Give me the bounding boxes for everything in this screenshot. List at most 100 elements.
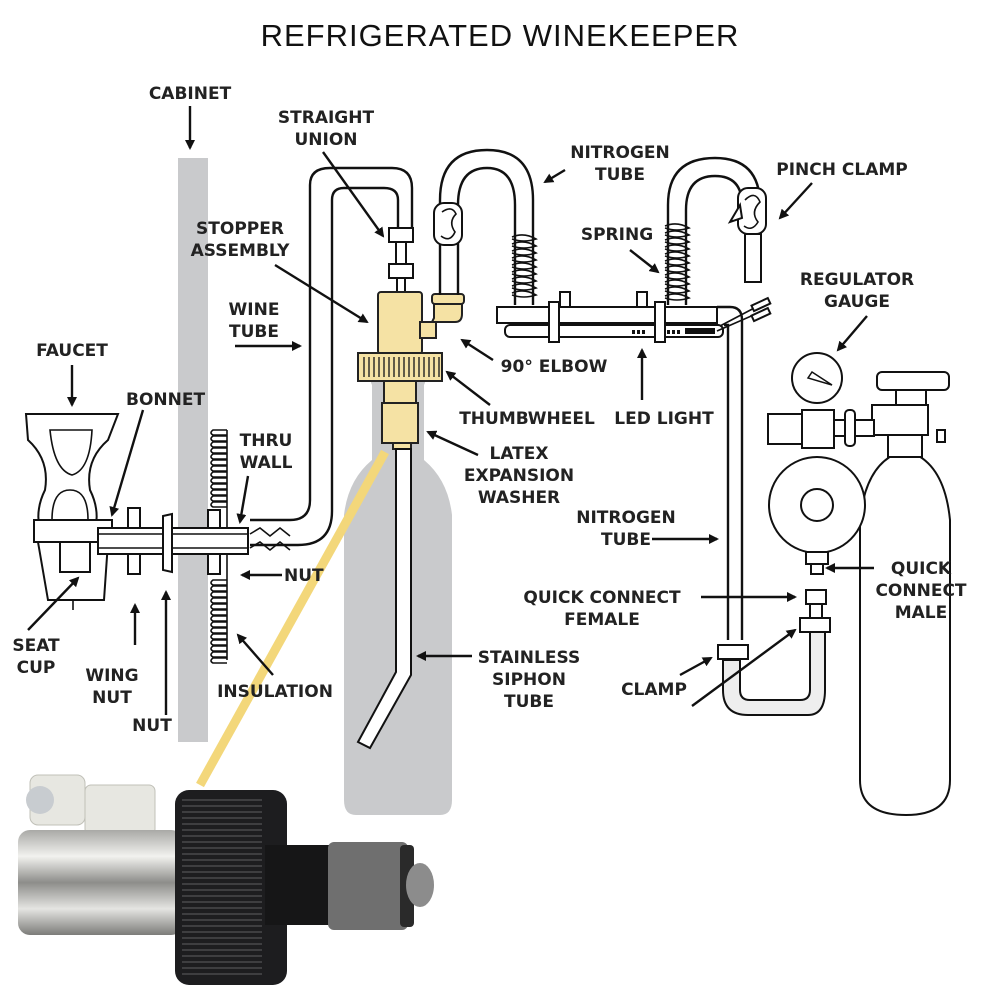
spring-coil [664,244,691,252]
spring-1 [511,234,538,298]
spring-coil [664,286,691,294]
insulation-fin [210,435,227,442]
insulation-fin [210,627,227,634]
label-nut-bottom: NUT [132,716,172,736]
regulator [767,352,875,575]
spring-coil [511,234,538,242]
arrow-regulator-gauge [836,315,868,352]
stopper-assembly [357,291,443,450]
spring-coil [511,255,538,263]
insulation-fin [210,465,227,472]
arrow-clamp-left [679,656,713,677]
arrow-seat-cup [27,576,80,631]
spring-coil [664,258,691,266]
arrow-latex-washer [426,430,479,457]
tank-relief [936,429,946,443]
arrow-thru-wall [236,475,250,524]
spring-coil [511,248,538,256]
diagram-title: REFRIGERATED WINEKEEPER [261,18,740,53]
tank-valve [871,404,929,436]
tank-valve-stem [895,389,927,406]
arrow-90-elbow [460,338,494,362]
led-light-bar [496,291,772,343]
insulation-fin [210,621,227,628]
spring-coil [511,241,538,249]
nitrogen-tube-2 [666,156,762,305]
label-bonnet: BONNET [126,390,205,410]
insulation-fin [210,645,227,652]
arrow-nitrogen-tube-top [543,168,566,184]
tank-valve-body [887,434,923,458]
insulation-fin [210,609,227,616]
insulation-fin [210,477,227,484]
latex-expansion-washer [381,402,419,444]
insulation-fin [210,657,227,664]
insulation-fin [210,429,227,436]
insulation-fin [210,501,227,508]
arrow-straight-union [322,151,385,238]
elbow-90 [430,293,465,323]
nitrogen-tube-1 [438,148,535,305]
arrow-insulation [236,633,274,676]
insulation-fin [210,447,227,454]
label-spring: SPRING [581,225,653,245]
arrow-stopper-assembly [274,263,369,324]
insulation-fin [210,579,227,586]
label-thumbwheel: THUMBWHEEL [459,409,595,429]
straight-union [388,227,414,293]
label-faucet: FAUCET [36,341,108,361]
insulation-fin [210,651,227,658]
insulation-fin [210,597,227,604]
spring-coil [664,251,691,259]
label-nut-right: NUT [284,566,324,586]
quick-connect-female [805,589,827,619]
nitrogen-tank [859,454,951,817]
label-elbow-90: 90° ELBOW [501,357,608,377]
insulation-fin [210,585,227,592]
wine-tube [250,166,414,547]
insulation-fin [210,633,227,640]
thru-wall-shank [97,507,291,575]
insulation-fin [210,453,227,460]
pinch-clamp-1 [433,202,463,246]
tank-valve-handle [876,371,950,391]
callout-arrows [27,106,874,715]
nitrogen-tube-down [717,305,744,640]
clamp-right [799,617,831,633]
spring-coil [664,279,691,287]
label-led-light: LED LIGHT [614,409,714,429]
siphon-tube [356,448,412,750]
spring-coil [664,223,691,231]
spring-coil [664,237,691,245]
insulation-fin [210,441,227,448]
insulation-fin [210,459,227,466]
thumbwheel-ridges [363,357,440,377]
arrow-pinch-clamp [778,182,813,220]
spring-coil [664,265,691,273]
spring-coil [511,262,538,270]
stopper-photo [18,774,434,985]
spring-coil [664,272,691,280]
label-insulation: INSULATION [217,682,333,702]
clamp-left [717,644,749,660]
insulation-fin [210,471,227,478]
highlight-connector [196,449,389,788]
insulation-fin [210,495,227,502]
insulation-fin [210,615,227,622]
label-pinch-clamp: PINCH CLAMP [776,160,907,180]
pinch-clamp-2 [727,187,767,283]
label-cabinet: CABINET [149,84,232,104]
arrow-bonnet [109,409,145,517]
